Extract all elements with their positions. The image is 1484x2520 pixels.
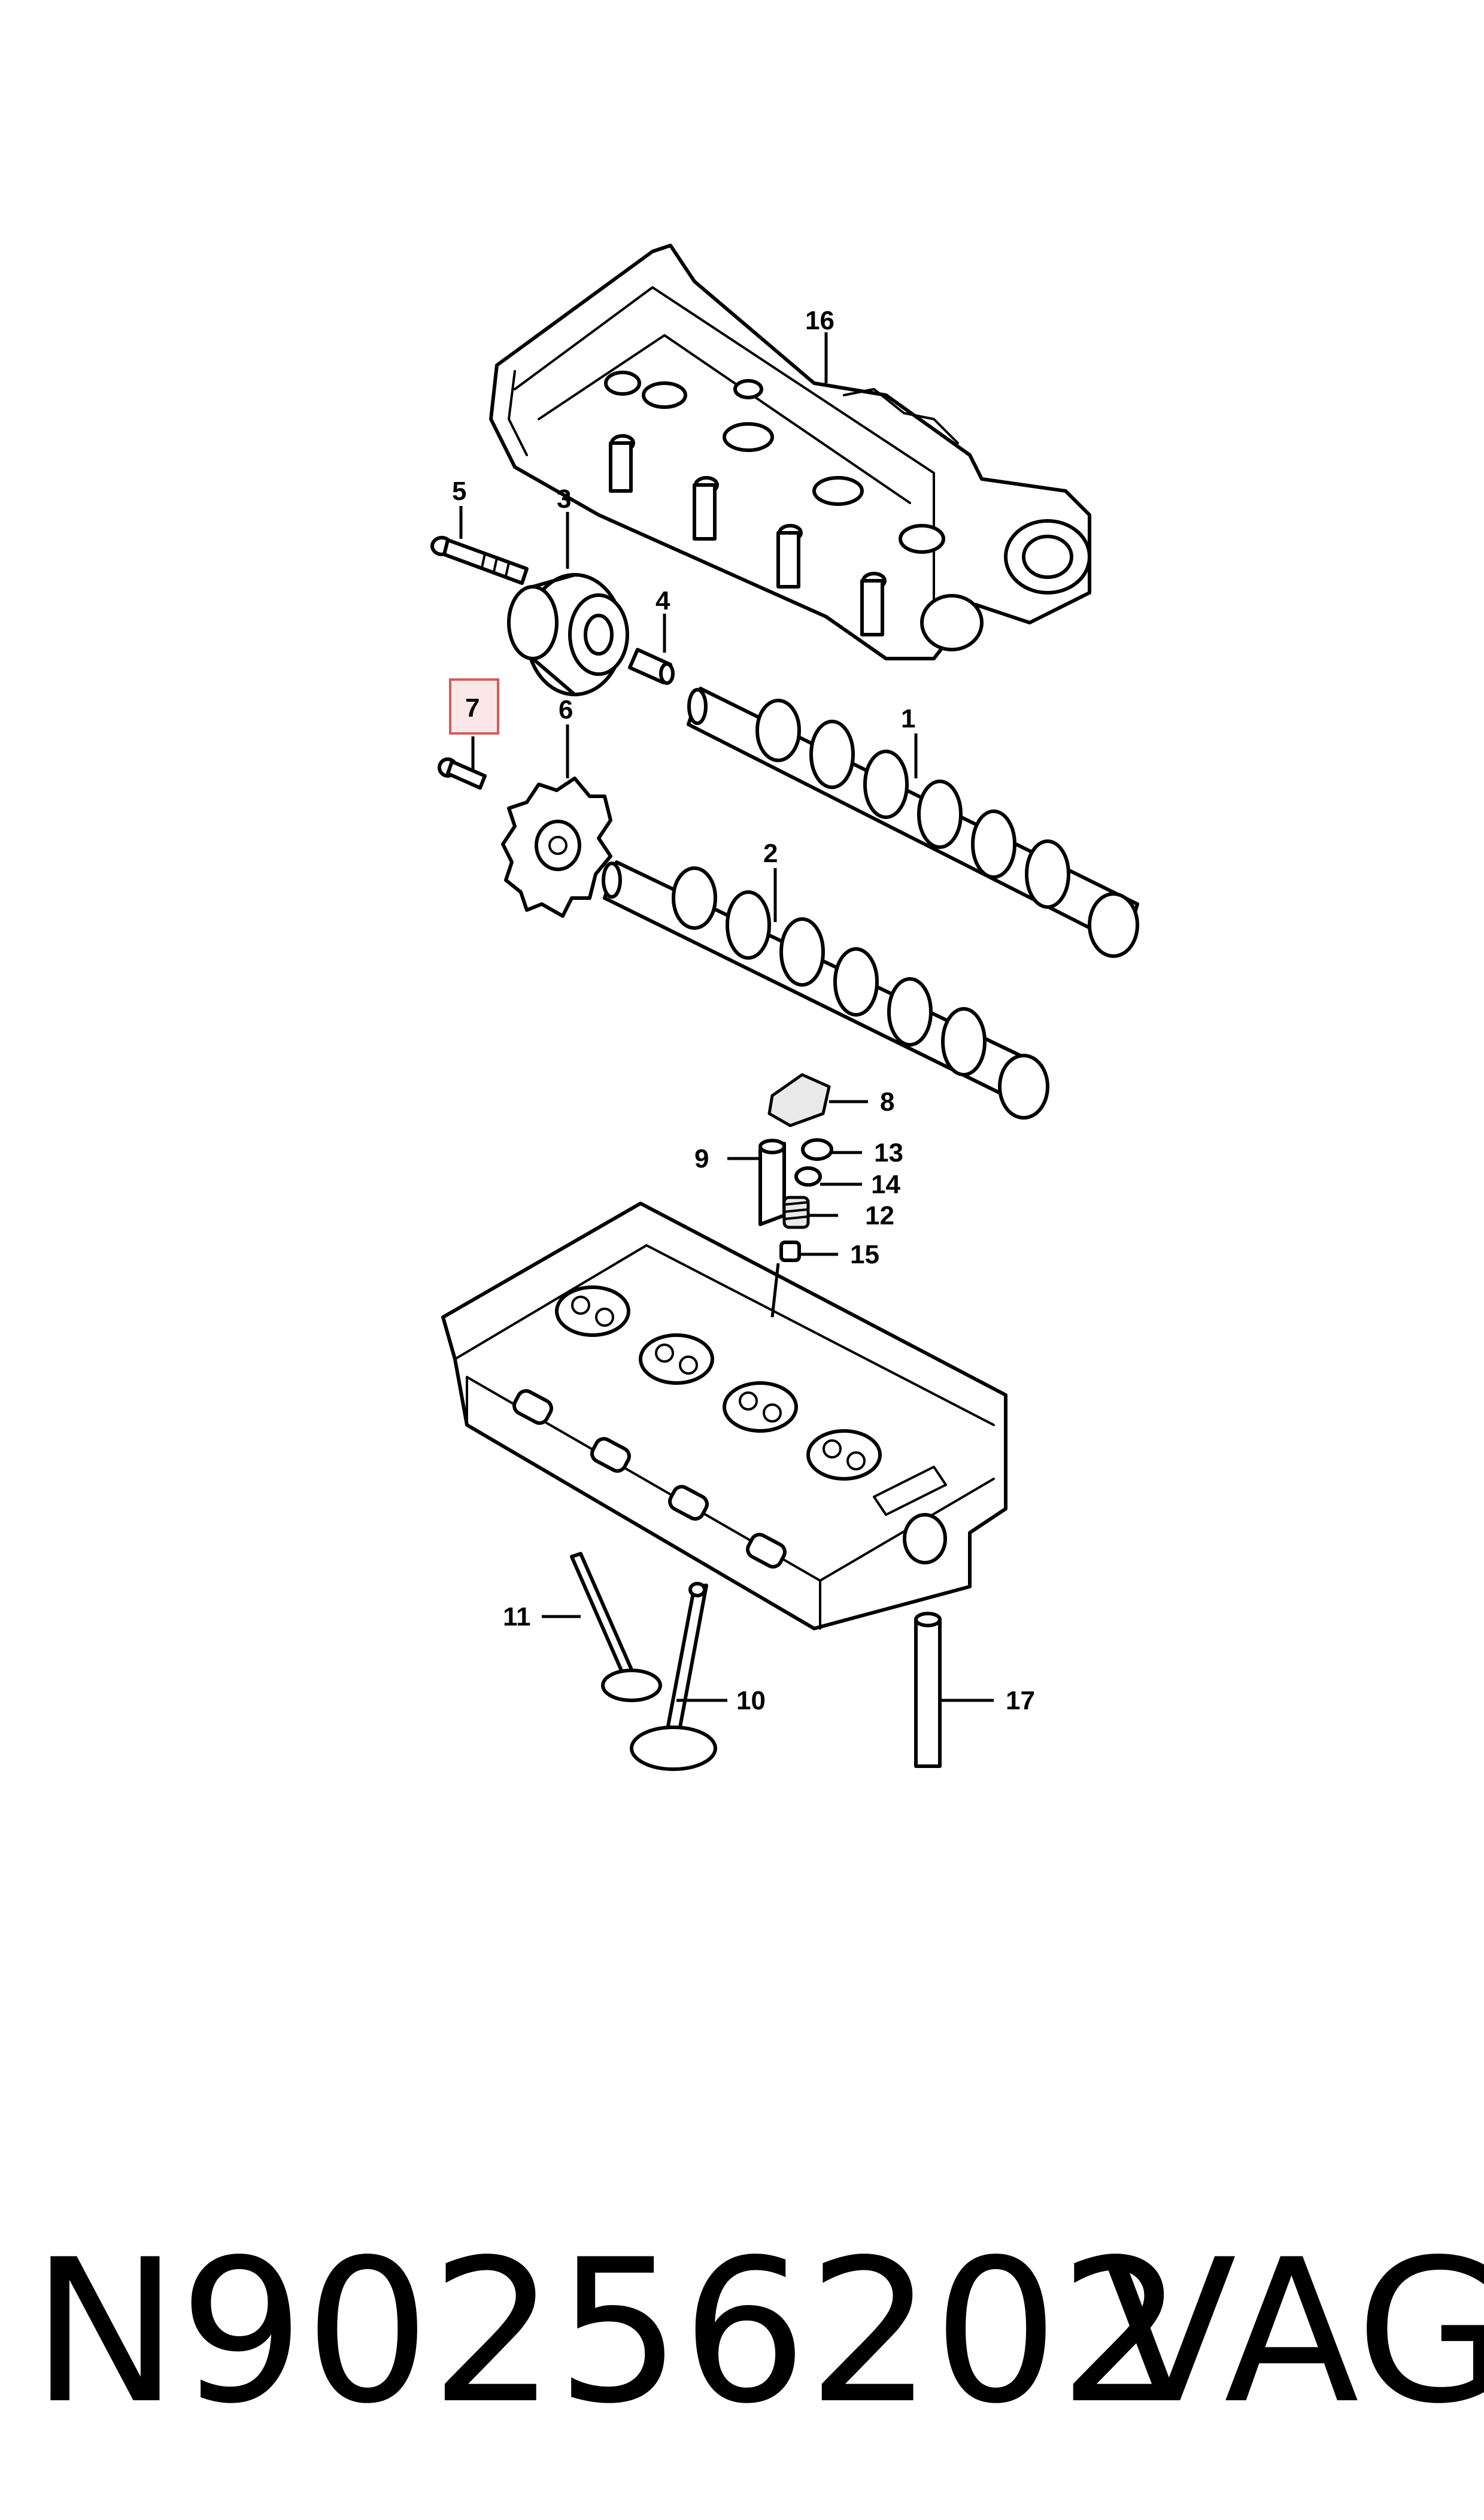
- callout-10: 10: [736, 1686, 766, 1715]
- hydraulic-lifter-part: [758, 1139, 786, 1226]
- dowel-pin-part: [628, 648, 675, 685]
- camshaft-1-part: [687, 687, 1139, 958]
- bolt-7-part: [438, 757, 487, 790]
- callout-4: 4: [655, 586, 670, 615]
- camshaft-housing-part: [489, 244, 1091, 660]
- callout-5: 5: [452, 477, 466, 506]
- cylinder-head-part: [441, 1202, 1007, 1630]
- callout-6: 6: [559, 695, 573, 724]
- callout-2: 2: [763, 839, 778, 868]
- callout-17: 17: [1006, 1686, 1035, 1715]
- valve-10-part: [630, 1582, 717, 1771]
- callout-15: 15: [850, 1240, 879, 1269]
- lower-sprocket-part: [501, 777, 612, 918]
- brand-label: VAG: [1101, 2217, 1484, 2447]
- callout-11: 11: [503, 1602, 531, 1632]
- callout-16: 16: [805, 306, 834, 335]
- callout-3: 3: [557, 484, 571, 514]
- callout-1: 1: [901, 704, 915, 733]
- callout-9: 9: [694, 1144, 709, 1173]
- part-number: N90256202: [31, 2217, 1185, 2447]
- valve-cotter-part: [801, 1138, 833, 1161]
- camshaft-2-part: [602, 860, 1049, 1120]
- bolt-5-part: [430, 536, 529, 585]
- valve-spring-part: [782, 1196, 810, 1229]
- upper-sprocket-part: [507, 573, 629, 696]
- leader-lines: [459, 332, 994, 1702]
- rocker-arm-part: [767, 1073, 831, 1127]
- spring-retainer-part: [794, 1166, 822, 1187]
- callout-12: 12: [865, 1201, 894, 1230]
- callout-14: 14: [871, 1170, 900, 1199]
- valve-stem-seal-part: [779, 1241, 801, 1262]
- callout-13: 13: [874, 1138, 903, 1167]
- highlight-box: [449, 678, 499, 735]
- callout-8: 8: [880, 1087, 894, 1117]
- pin-17-part: [914, 1612, 942, 1768]
- callout-7: 7: [465, 693, 480, 723]
- valve-11-part: [570, 1552, 662, 1702]
- callout-labels: 1 2 3 4 5 6 7 8 9 10 11 12 13 14 15 16 1…: [452, 306, 1035, 1715]
